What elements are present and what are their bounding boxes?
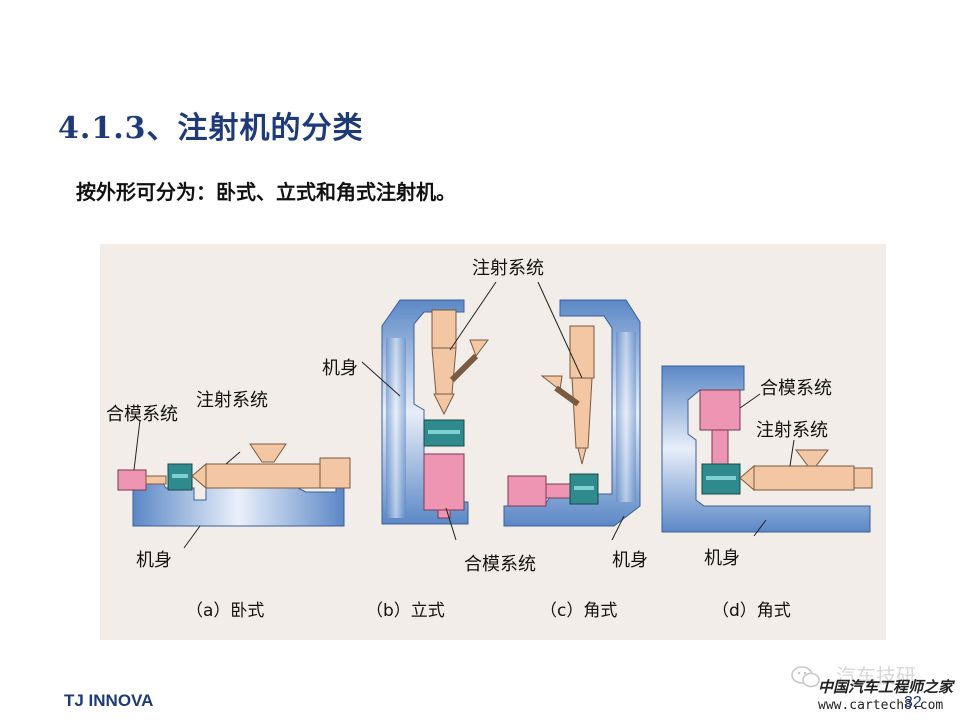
label-a-clamp: 合模系统 xyxy=(106,404,178,425)
watermark-mid: 中国汽车工程师之家 xyxy=(818,678,954,696)
label-c-body: 机身 xyxy=(612,550,648,571)
label-d-body: 机身 xyxy=(704,548,740,569)
machine-d-injection-barrel xyxy=(753,465,855,491)
label-a-inject: 注射系统 xyxy=(196,390,268,411)
caption-b: （b）立式 xyxy=(366,601,445,621)
machine-a-horizontal xyxy=(117,443,351,527)
machine-a-clamp xyxy=(117,469,147,491)
diagram-panel xyxy=(100,244,886,640)
machine-c-angle xyxy=(503,281,641,541)
label-bc-clamp: 合模系统 xyxy=(464,554,536,575)
machine-b-vertical xyxy=(361,281,497,541)
caption-a: （a）卧式 xyxy=(186,601,264,621)
machine-d-angle xyxy=(661,365,873,537)
watermark-url: www.cartech8.com xyxy=(818,698,944,713)
machine-c-hopper xyxy=(540,375,563,391)
injection-machine-diagram: 合模系统 注射系统 机身 机身 注射系统 合模系统 机身 合模系统 注射系统 机… xyxy=(100,244,886,640)
company-logo-text: TJ INNOVA xyxy=(64,691,154,710)
slide-title: 4.1.3、注射机的分类 xyxy=(58,111,364,146)
machine-b-hopper xyxy=(469,339,489,358)
machine-b-clamp xyxy=(423,453,465,511)
caption-d: （d）角式 xyxy=(712,601,791,621)
page-number: 32 xyxy=(904,694,922,711)
machine-d-hopper xyxy=(795,449,829,467)
label-d-inject: 注射系统 xyxy=(756,420,828,441)
machine-c-clamp xyxy=(507,475,547,507)
watermark-top: 汽车技研 xyxy=(836,664,916,688)
slide-subtitle: 按外形可分为：卧式、立式和角式注射机。 xyxy=(76,180,456,204)
machine-d-clamp xyxy=(699,389,741,431)
label-d-clamp: 合模系统 xyxy=(760,378,832,399)
label-b-body: 机身 xyxy=(322,358,358,379)
machine-d-frame xyxy=(661,365,871,533)
machine-b-injection-unit xyxy=(431,309,457,349)
machine-a-injection-barrel xyxy=(205,463,321,489)
label-a-body: 机身 xyxy=(136,550,172,571)
caption-c: （c）角式 xyxy=(540,601,617,621)
machine-a-hopper xyxy=(249,443,287,463)
wechat-icon xyxy=(791,666,820,688)
label-bc-inject: 注射系统 xyxy=(472,258,544,279)
machine-c-injection-unit xyxy=(569,325,595,379)
